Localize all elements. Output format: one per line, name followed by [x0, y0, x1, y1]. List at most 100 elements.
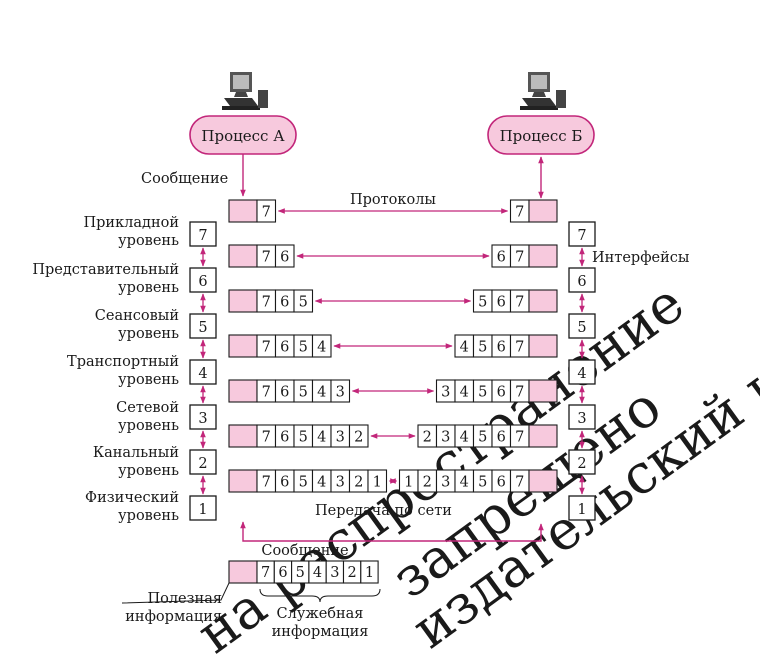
- right-level-stack: 7 6 5 4 3 2 1: [568, 221, 596, 521]
- left-payload-2: [228, 244, 258, 268]
- process-b: Процесс Б: [487, 115, 595, 155]
- right-level-4: 4: [577, 366, 586, 382]
- left-header-digit: 7: [262, 475, 271, 491]
- right-header-digit: 3: [441, 430, 450, 446]
- left-header-digit: 6: [280, 385, 289, 401]
- left-header-digit: 4: [317, 385, 326, 401]
- left-header-digit: 7: [262, 205, 271, 221]
- left-payload-7: [228, 469, 258, 493]
- left-payload-5: [228, 379, 258, 403]
- left-payload-4: [228, 334, 258, 358]
- legend-message-title: Сообщение: [261, 543, 348, 559]
- left-header-digit: 7: [262, 385, 271, 401]
- legend-header-digit: 6: [278, 565, 287, 581]
- left-header-digit: 7: [262, 250, 271, 266]
- level-5-word: уровень: [118, 326, 179, 342]
- left-header-cell: [256, 199, 277, 223]
- right-header-digit: 5: [478, 340, 487, 356]
- right-payload-2: [528, 244, 558, 268]
- left-level-stack: 7 6 5 4 3 2 1: [189, 221, 217, 521]
- left-header-digit: 6: [280, 295, 289, 311]
- left-header-digit: 2: [354, 475, 363, 491]
- process-a-label: Процесс А: [201, 127, 285, 145]
- legend-service-line-2: информация: [272, 624, 369, 640]
- right-level-7: 7: [577, 228, 586, 244]
- right-header-digit: 6: [497, 250, 506, 266]
- right-header-digit: 4: [460, 475, 469, 491]
- right-header-digit: 4: [460, 340, 469, 356]
- level-4-word: уровень: [118, 372, 179, 388]
- left-header-digit: 6: [280, 430, 289, 446]
- right-header-digit: 7: [515, 340, 524, 356]
- message-label: Сообщение: [141, 171, 228, 187]
- right-header-digit: 6: [497, 340, 506, 356]
- left-header-digit: 5: [299, 295, 308, 311]
- legend-header-digit: 5: [296, 565, 305, 581]
- legend-header-cell: [360, 560, 379, 584]
- right-header-digit: 4: [460, 385, 469, 401]
- left-payload-3: [228, 289, 258, 313]
- legend-header-digit: 4: [313, 565, 322, 581]
- right-header-digit: 5: [478, 385, 487, 401]
- right-header-digit: 5: [478, 430, 487, 446]
- left-level-1: 1: [198, 502, 207, 518]
- right-header-digit: 7: [515, 475, 524, 491]
- left-header-digit: 2: [354, 430, 363, 446]
- left-header-digit: 1: [373, 475, 382, 491]
- left-level-2: 2: [198, 456, 207, 472]
- left-payload-6: [228, 424, 258, 448]
- right-header-digit: 7: [515, 250, 524, 266]
- left-level-7: 7: [198, 228, 207, 244]
- right-header-digit: 5: [478, 295, 487, 311]
- right-header-digit: 4: [460, 430, 469, 446]
- level-7-name: Прикладной: [84, 215, 180, 231]
- left-header-cell: [348, 424, 369, 448]
- right-level-1: 1: [577, 502, 586, 518]
- left-header-digit: 6: [280, 475, 289, 491]
- legend-header-digit: 1: [365, 565, 374, 581]
- level-labels: Прикладной уровень Представительный уров…: [32, 215, 179, 524]
- right-header-digit: 5: [478, 475, 487, 491]
- left-header-cell: [330, 379, 351, 403]
- level-2-name: Канальный: [93, 445, 179, 461]
- level-7-word: уровень: [118, 233, 179, 249]
- level-4-name: Транспортный: [67, 354, 179, 370]
- level-1-word: уровень: [118, 508, 179, 524]
- right-level-6: 6: [577, 274, 586, 290]
- right-header-digit: 6: [497, 385, 506, 401]
- legend-header-digit: 2: [348, 565, 357, 581]
- level-3-name: Сетевой: [116, 400, 179, 416]
- left-header-digit: 7: [262, 295, 271, 311]
- protocols-label: Протоколы: [350, 192, 436, 208]
- left-header-cell: [293, 289, 314, 313]
- right-header-digit: 6: [497, 295, 506, 311]
- left-header-digit: 5: [299, 340, 308, 356]
- left-header-digit: 6: [280, 250, 289, 266]
- level-2-word: уровень: [118, 463, 179, 479]
- right-payload-1: [528, 199, 558, 223]
- legend-service-line-1: Служебная: [277, 606, 364, 622]
- right-header-digit: 2: [423, 430, 432, 446]
- right-header-digit: 6: [497, 430, 506, 446]
- level-6-word: уровень: [118, 280, 179, 296]
- left-header-digit: 3: [336, 385, 345, 401]
- left-header-digit: 4: [317, 340, 326, 356]
- legend-brace: [259, 588, 381, 603]
- right-header-digit: 3: [441, 475, 450, 491]
- right-header-digit: 1: [404, 475, 413, 491]
- left-header-digit: 7: [262, 430, 271, 446]
- right-payload-4: [528, 334, 558, 358]
- interfaces-label: Интерфейсы: [592, 250, 690, 266]
- network-transfer-arrow: [240, 521, 544, 542]
- left-header-digit: 4: [317, 430, 326, 446]
- legend-header-digit: 7: [261, 565, 270, 581]
- left-level-6: 6: [198, 274, 207, 290]
- right-payload-6: [528, 424, 558, 448]
- left-header-digit: 3: [336, 475, 345, 491]
